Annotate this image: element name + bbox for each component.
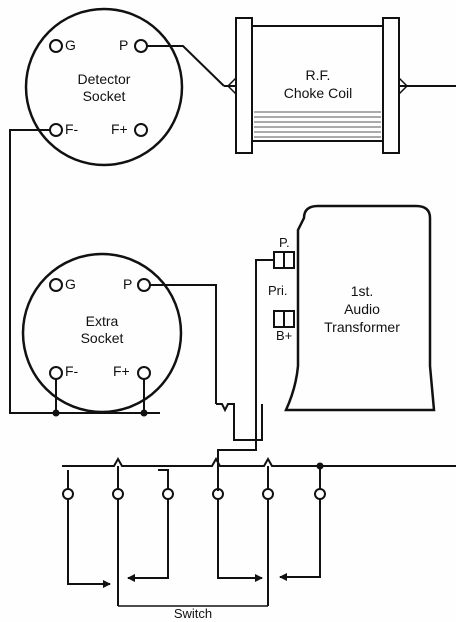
- wire-filament-return: [9, 129, 160, 414]
- extra-pin-fplus: [137, 366, 151, 380]
- switch-contact-3: [162, 488, 174, 500]
- extra-pin-p-label: P: [123, 276, 133, 292]
- wire-extra-p-to-switch: [150, 284, 217, 404]
- extra-socket-name-2: Socket: [80, 330, 124, 346]
- choke-coil-label-2: Choke Coil: [283, 85, 353, 101]
- extra-pin-g: [49, 278, 63, 292]
- transformer-terminal-b: [273, 310, 295, 328]
- detector-pin-fminus: [49, 123, 63, 137]
- transformer-terminal-pri-label: Pri.: [268, 283, 288, 298]
- detector-pin-fminus-label: F-: [65, 121, 79, 137]
- switch-blade-left-outer: [67, 499, 111, 588]
- switch-contact-5: [262, 488, 274, 500]
- detector-pin-p: [134, 39, 148, 53]
- detector-pin-fplus-label: F+: [111, 121, 128, 137]
- switch-blade-right-inner: [217, 499, 263, 582]
- switch-label: Switch: [173, 606, 213, 621]
- switch-blade-left-inner: [127, 499, 169, 582]
- extra-pin-fplus-label: F+: [113, 363, 130, 379]
- detector-pin-p-label: P: [119, 37, 129, 53]
- detector-pin-g-label: G: [65, 37, 76, 53]
- extra-pin-fminus-label: F-: [65, 363, 79, 379]
- switch-blade-right-outer: [279, 499, 321, 581]
- detector-socket-circle: [24, 7, 184, 167]
- junction-dots: [52, 409, 324, 470]
- transformer-terminal-b-label: B+: [276, 328, 293, 343]
- extra-pin-fminus: [49, 366, 63, 380]
- switch-contact-2: [112, 488, 124, 500]
- wire-switch-3-up: [158, 469, 169, 490]
- detector-pin-fplus: [134, 123, 148, 137]
- switch-contact-6: [314, 488, 326, 500]
- detector-socket-name-1: Detector: [77, 71, 131, 87]
- switch-contact-1: [62, 488, 74, 500]
- choke-coil-label-1: R.F.: [305, 67, 331, 83]
- wire-detector-p-to-choke: [147, 45, 225, 87]
- choke-coil-winding: [254, 111, 381, 138]
- extra-pin-p: [137, 278, 151, 292]
- wire-transformer-p: [217, 259, 274, 491]
- audio-transformer-body: [284, 204, 436, 412]
- transformer-label-1: 1st.: [350, 283, 374, 299]
- choke-coil-drawing: [224, 17, 412, 154]
- bus-wire-upper: [62, 456, 456, 467]
- transformer-label-3: Transformer: [324, 319, 400, 335]
- transformer-terminal-p-label: P.: [279, 235, 290, 250]
- extra-pin-g-label: G: [65, 276, 76, 292]
- detector-socket-name-2: Socket: [82, 88, 126, 104]
- wire-hop-a: [216, 403, 263, 441]
- extra-socket-name-1: Extra: [85, 313, 119, 329]
- detector-pin-g: [49, 39, 63, 53]
- transformer-terminal-p: [273, 251, 295, 269]
- transformer-label-2: Audio: [344, 301, 380, 317]
